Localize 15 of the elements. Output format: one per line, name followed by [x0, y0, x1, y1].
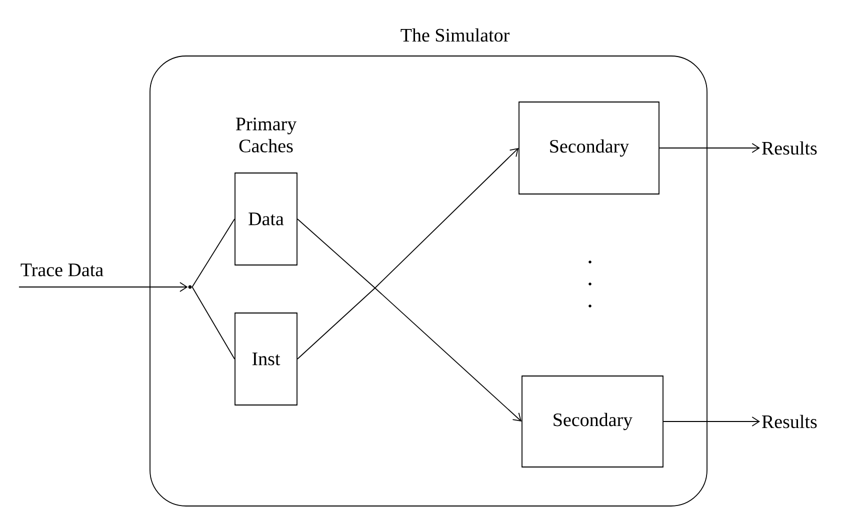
arrow	[659, 143, 760, 153]
cache-box: Secondary	[518, 102, 660, 194]
arrow	[663, 416, 760, 426]
junction-point	[188, 285, 192, 289]
cache-box: Data	[234, 172, 298, 266]
arrow	[374, 288, 522, 422]
group-label: Primary Caches	[236, 118, 297, 152]
io-label: Results	[762, 414, 817, 428]
frame-title: The Simulator	[400, 28, 510, 42]
io-label: Results	[762, 141, 817, 155]
arrow	[374, 148, 519, 288]
cache-box: Inst	[234, 312, 298, 406]
io-label: Trace Data	[20, 264, 104, 276]
cache-box: Secondary	[522, 376, 664, 468]
arrow	[18, 282, 188, 292]
